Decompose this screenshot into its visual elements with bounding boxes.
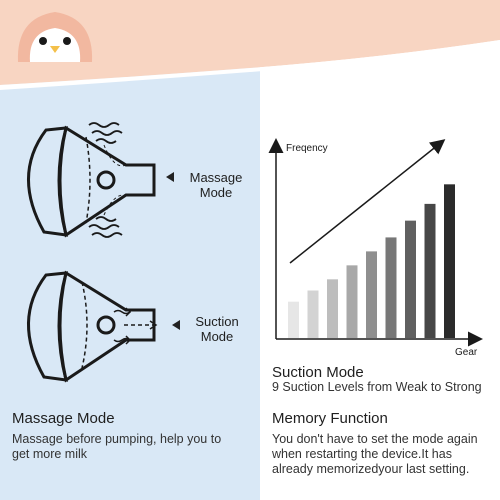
bar-gear-6 (385, 237, 397, 338)
trend-arrow (289, 139, 446, 264)
massage-pointer-icon (166, 172, 174, 182)
suction-mode-description: 9 Suction Levels from Weak to Strong (272, 380, 482, 394)
suction-pointer-icon (172, 320, 180, 330)
bar-gear-1 (288, 301, 299, 338)
bar-group (288, 184, 455, 338)
x-axis-label: Gear (455, 347, 478, 358)
bar-gear-2 (307, 290, 319, 338)
suction-mode-title: Suction Mode (272, 364, 364, 381)
massage-mode-diagram (27, 122, 156, 238)
header-decoration (0, 0, 500, 90)
suction-level-chart: Freqency Gear (268, 138, 483, 358)
suction-mode-diagram (27, 270, 158, 383)
bar-gear-5 (366, 251, 377, 338)
massage-mode-description: Massage before pumping, help you to get … (12, 432, 222, 461)
bar-gear-7 (405, 220, 416, 338)
penguin-icon (17, 12, 93, 62)
right-panel (260, 0, 500, 500)
memory-function-title: Memory Function (272, 410, 388, 427)
massage-mode-label: Massage Mode (189, 170, 243, 200)
massage-mode-title: Massage Mode (12, 410, 115, 427)
bar-gear-4 (346, 265, 358, 338)
memory-function-description: You don't have to set the mode again whe… (272, 432, 478, 476)
bar-gear-9 (444, 184, 455, 338)
bar-gear-8 (424, 203, 436, 338)
suction-mode-label: Suction Mode (195, 314, 239, 344)
y-axis-label: Freqency (286, 143, 328, 154)
bar-gear-3 (327, 279, 338, 338)
